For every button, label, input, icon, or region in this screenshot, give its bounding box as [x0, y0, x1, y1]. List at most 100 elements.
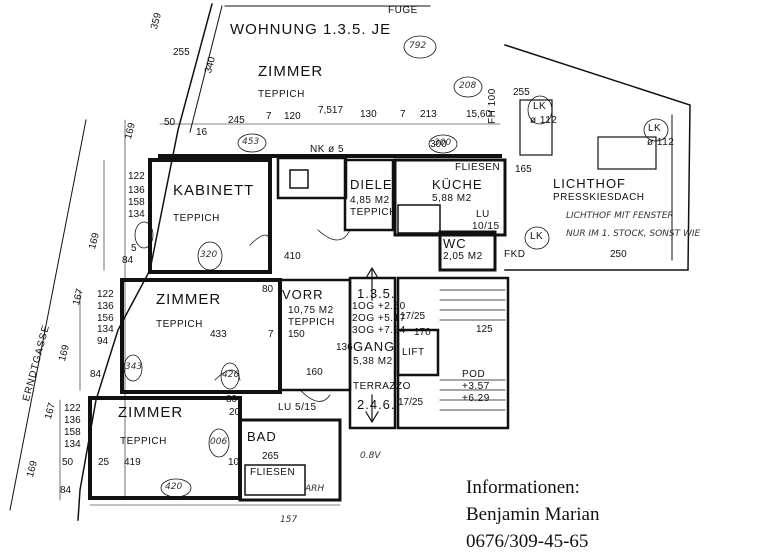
- dim-20: 20: [229, 407, 241, 418]
- floor-zimmer-bottom: TEPPICH: [120, 436, 167, 447]
- hand-circle-1: [403, 35, 437, 59]
- door-swing-4: [317, 229, 351, 241]
- hand-note-4: 300: [434, 138, 452, 148]
- room-zimmer-bottom: ZIMMER: [118, 404, 184, 421]
- room-zimmer-mid: ZIMMER: [156, 291, 222, 308]
- floor-gang: TERRAZZO: [353, 381, 411, 392]
- dim-158: 158: [128, 197, 145, 208]
- hand-circle-4: [428, 134, 458, 154]
- dim-255: 255: [173, 47, 190, 58]
- podest-label: POD: [462, 369, 486, 380]
- dim-245: 245: [228, 115, 245, 126]
- area-gang: 5,38 M2: [353, 356, 393, 367]
- facade-line-inner: [189, 5, 223, 133]
- bathtub: [244, 464, 306, 496]
- door-swing-1: [249, 234, 271, 246]
- contact-phone: 0676/309-45-65: [466, 531, 589, 552]
- room-gang: GANG: [353, 339, 396, 354]
- dim-7c: 7: [268, 329, 274, 340]
- floor-diele: TEPPICH: [350, 207, 397, 218]
- lk-value-2: ø 112: [647, 137, 675, 148]
- dim-5: 5: [131, 243, 137, 254]
- hand-note-11: 420: [165, 482, 183, 492]
- level-3og: 3OG +7.84: [352, 325, 406, 336]
- hand-circle-9: [208, 428, 230, 458]
- hand-note-8: 006: [210, 437, 228, 447]
- lichthof-sub: PRESSKIESDACH: [553, 192, 645, 203]
- dim-125: 125: [476, 324, 493, 335]
- wall-wc-nk: [276, 156, 348, 200]
- podest-value-2: +6.29: [462, 393, 490, 404]
- wall-shaft: [289, 169, 309, 189]
- floor-zimmer-top: TEPPICH: [258, 89, 305, 100]
- dim-250: 250: [610, 249, 627, 260]
- lk-label-3: LK: [530, 231, 544, 242]
- dim-170: 170: [414, 327, 431, 338]
- dim-150: 150: [288, 329, 305, 340]
- wall-kabinett: [148, 158, 272, 274]
- lichthof-window: [597, 136, 657, 170]
- lu-label-2: LU 5/15: [278, 402, 317, 413]
- dim-80a: 80: [262, 284, 274, 295]
- dim-50b: 50: [62, 457, 74, 468]
- dim-120: 120: [284, 111, 301, 122]
- hand-circle-3: [237, 133, 267, 153]
- contact-name: Benjamin Marian: [466, 504, 600, 525]
- room-zimmer-top: ZIMMER: [258, 63, 324, 80]
- door-swing-3: [299, 389, 331, 402]
- lu-value: 10/15: [472, 221, 500, 232]
- dim-122c: 122: [64, 403, 81, 414]
- hand-circle-2: [453, 76, 483, 98]
- dim-25: 25: [98, 457, 110, 468]
- stair-steps: [439, 289, 506, 411]
- dim-7517: 7,517: [318, 105, 344, 116]
- lichthof-note-1: LICHTHOF MIT FENSTER: [566, 211, 674, 221]
- dim-165: 165: [515, 164, 532, 175]
- street-line: [9, 119, 87, 511]
- stair-arrow-2: [365, 394, 379, 424]
- dim-134: 134: [128, 209, 145, 220]
- hand-note-10: 157: [280, 515, 298, 525]
- podest-value-1: +3.57: [462, 381, 490, 392]
- dim-130: 130: [360, 109, 377, 120]
- dim-84b: 84: [90, 369, 102, 380]
- plan-header: WOHNUNG 1.3.5. JE: [230, 21, 392, 38]
- room-lift: LIFT: [402, 347, 425, 358]
- hand-note-3: 453: [242, 137, 260, 147]
- level-1og: 1OG +2.50: [352, 301, 406, 312]
- hand-circle-10: [160, 478, 192, 498]
- dim-134c: 134: [64, 439, 81, 450]
- room-vorraum: VORR: [282, 287, 324, 302]
- dim-1560: 15,60: [466, 109, 492, 120]
- wall-wc: [438, 230, 497, 272]
- fkd-label: FKD: [504, 249, 526, 260]
- hand-note-1: 792: [409, 41, 427, 51]
- lu-label: LU: [476, 209, 490, 220]
- stair-arrow: [365, 266, 379, 301]
- dim-94: 94: [97, 336, 109, 347]
- dim-213: 213: [420, 109, 437, 120]
- hand-circle-6: [134, 221, 154, 249]
- hand-note-2: 208: [459, 81, 477, 91]
- lk-label-2: LK: [648, 123, 662, 134]
- room-bad: BAD: [247, 429, 277, 444]
- dim-122b: 122: [97, 289, 114, 300]
- dim-84c: 84: [60, 485, 72, 496]
- dim-419: 419: [124, 457, 141, 468]
- hand-circle-11: [527, 95, 553, 125]
- dim-1725b: 17/25: [398, 397, 424, 408]
- lichthof-window-2: [519, 99, 553, 156]
- wall-bad: [238, 418, 342, 502]
- room-wc: WC: [443, 236, 467, 251]
- dim-410: 410: [284, 251, 301, 262]
- dim-136a: 136: [128, 185, 145, 196]
- area-vorraum: 10,75 M2: [288, 305, 334, 316]
- dim-7b: 7: [400, 109, 406, 120]
- hand-circle-8: [220, 362, 240, 390]
- lk-value-1: ø 112: [530, 115, 558, 126]
- facade-line: [77, 3, 213, 521]
- floor-vorraum: TEPPICH: [288, 317, 335, 328]
- floor-kabinett: TEPPICH: [173, 213, 220, 224]
- dim-136b: 136: [97, 301, 114, 312]
